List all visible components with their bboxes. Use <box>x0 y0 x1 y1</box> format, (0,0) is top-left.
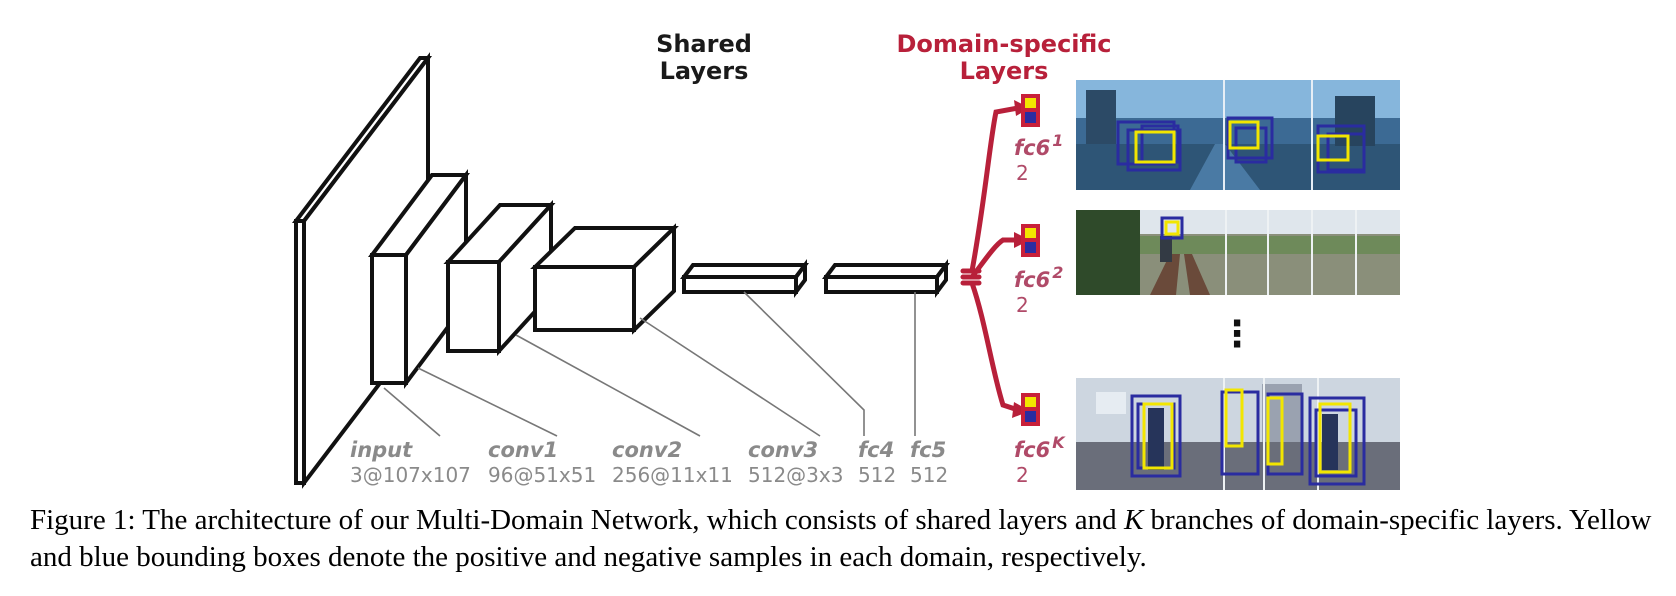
domain-1-image-strip <box>1076 80 1400 190</box>
fc6-1-dim: 2 <box>1016 161 1029 185</box>
conv2-leader <box>515 334 701 437</box>
conv1-leader <box>417 367 558 437</box>
leader-lines <box>383 291 916 437</box>
fc4-leader <box>743 291 865 436</box>
fc6-unit-2 <box>1021 224 1040 257</box>
fc5-dim: 512 <box>910 463 948 487</box>
shared-header-line1: Shared <box>656 30 752 58</box>
fc5-label: fc5 <box>910 438 946 462</box>
caption-prefix: Figure 1: The architecture of our Multi-… <box>30 504 1124 536</box>
input-dim: 3@107x107 <box>350 463 471 487</box>
figure-caption: Figure 1: The architecture of our Multi-… <box>30 502 1670 576</box>
fc6-2-dim: 2 <box>1016 293 1029 317</box>
caption-k: K <box>1123 504 1144 536</box>
fc4-label: fc4 <box>858 438 894 462</box>
domain-2-image-strip <box>1076 210 1400 295</box>
conv2-layer-block <box>443 199 556 357</box>
conv3-layer-block <box>530 223 679 335</box>
conv3-leader <box>639 317 821 437</box>
input-leader <box>383 387 441 437</box>
domain-header-line1: Domain-specific <box>896 30 1111 58</box>
fc6-unit-K <box>1021 393 1040 426</box>
domain-specific-layers-header: Domain-specific Layers <box>896 30 1111 85</box>
fc4-dim: 512 <box>858 463 896 487</box>
conv1-label: conv1 <box>488 438 558 462</box>
conv3-label: conv3 <box>748 438 818 462</box>
conv2-label: conv2 <box>612 438 682 462</box>
conv1-dim: 96@51x51 <box>488 463 596 487</box>
shared-header-line2: Layers <box>660 57 749 85</box>
conv3-dim: 512@3x3 <box>748 463 843 487</box>
fc5-layer-block <box>822 259 950 298</box>
caption-suffix: branches of domain-specific layers. Yell… <box>30 504 1652 573</box>
domain-header-line2: Layers <box>960 57 1049 85</box>
network-architecture-figure: Shared Layers Domain-specific Layers <box>291 30 1400 490</box>
layer-labels: input 3@107x107 conv1 96@51x51 conv2 256… <box>350 438 948 487</box>
domain-K-image-strip <box>1076 378 1400 490</box>
fc6-K-dim: 2 <box>1016 463 1029 487</box>
input-label: input <box>350 438 413 462</box>
more-domains-ellipsis: ⋮ <box>1219 314 1255 355</box>
conv2-dim: 256@11x11 <box>612 463 733 487</box>
fc6-unit-1 <box>1021 94 1040 127</box>
fc4-layer-block <box>680 259 809 298</box>
shared-layers-header: Shared Layers <box>656 30 752 85</box>
input-layer-block <box>291 52 433 489</box>
